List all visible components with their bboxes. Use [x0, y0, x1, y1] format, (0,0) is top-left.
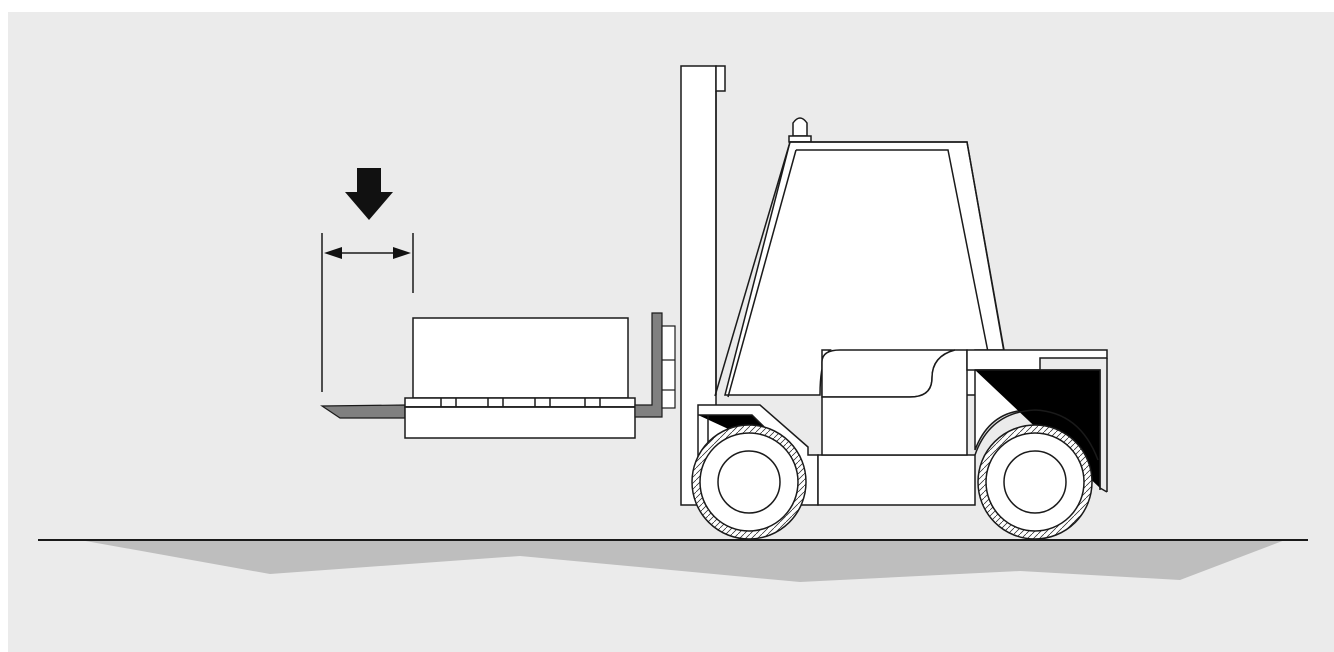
ground-shadow — [80, 540, 1285, 582]
down-arrow-icon — [345, 168, 393, 220]
pallet — [404, 397, 636, 439]
fork-carriage — [634, 312, 676, 418]
double-headed-arrow-icon — [321, 233, 414, 392]
load-box — [412, 317, 629, 399]
beacon-light — [788, 117, 812, 143]
rear-wheel — [977, 424, 1093, 540]
front-wheel — [691, 424, 807, 540]
rear-fender — [974, 409, 1099, 461]
